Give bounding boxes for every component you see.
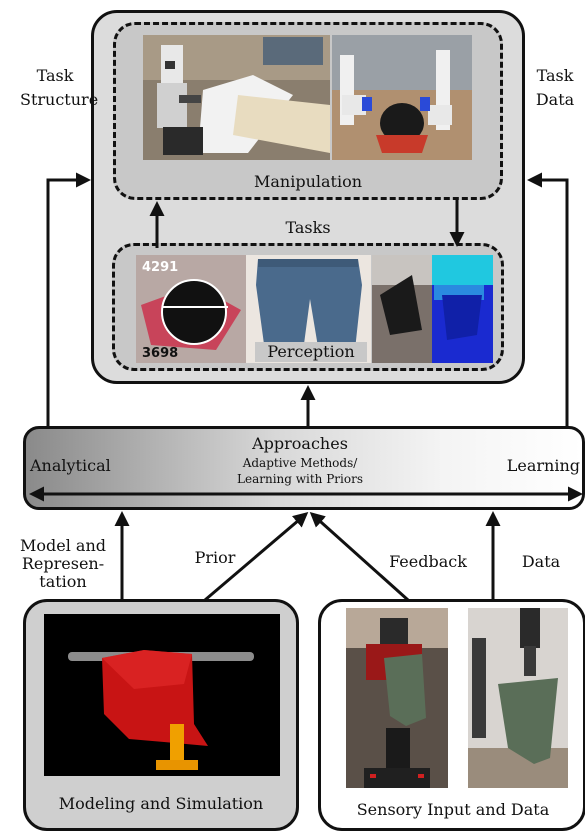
perception-number-bottom: 3698	[142, 346, 178, 361]
approaches-subtitle-2: Learning with Priors	[237, 472, 363, 486]
sensory-photo-robot	[346, 608, 448, 788]
perception-photo-disc: 4291 3698	[136, 255, 246, 363]
task-data-label-line1: Task	[536, 66, 574, 85]
manipulation-label: Manipulation	[253, 172, 363, 191]
feedback-label: Feedback	[389, 552, 467, 571]
arrow-task-data	[527, 172, 569, 428]
manipulation-photo-robot-table	[143, 35, 330, 160]
approaches-subtitle-1: Adaptive Methods/	[242, 456, 358, 470]
perception-label: Perception	[255, 342, 367, 362]
model-label-line3: tation	[39, 572, 87, 591]
model-label-line1: Model and	[19, 536, 106, 555]
task-structure-label-line2: Structure	[20, 90, 99, 109]
prior-label: Prior	[194, 548, 236, 567]
perception-photo-depth	[372, 255, 493, 363]
approaches-title: Approaches	[252, 434, 348, 453]
approaches-right-learning: Learning	[506, 456, 580, 475]
task-structure-label-line1: Task	[36, 66, 74, 85]
sensory-photo-gripper	[468, 608, 568, 788]
model-label-line2: Represen-	[21, 554, 105, 573]
data-label: Data	[521, 552, 561, 571]
approaches-left-analytical: Analytical	[30, 456, 111, 475]
sensory-input-label: Sensory Input and Data	[356, 800, 550, 819]
arrow-feedback	[309, 511, 410, 602]
task-data-label-line2: Data	[535, 90, 575, 109]
tasks-label: Tasks	[285, 218, 331, 237]
arrow-prior	[204, 512, 309, 602]
modeling-simulation-image	[44, 614, 280, 776]
arrow-task-structure	[46, 172, 91, 428]
modeling-simulation-label: Modeling and Simulation	[58, 794, 264, 813]
perception-number-top: 4291	[142, 260, 178, 275]
manipulation-photo-dual-arm	[332, 35, 472, 160]
